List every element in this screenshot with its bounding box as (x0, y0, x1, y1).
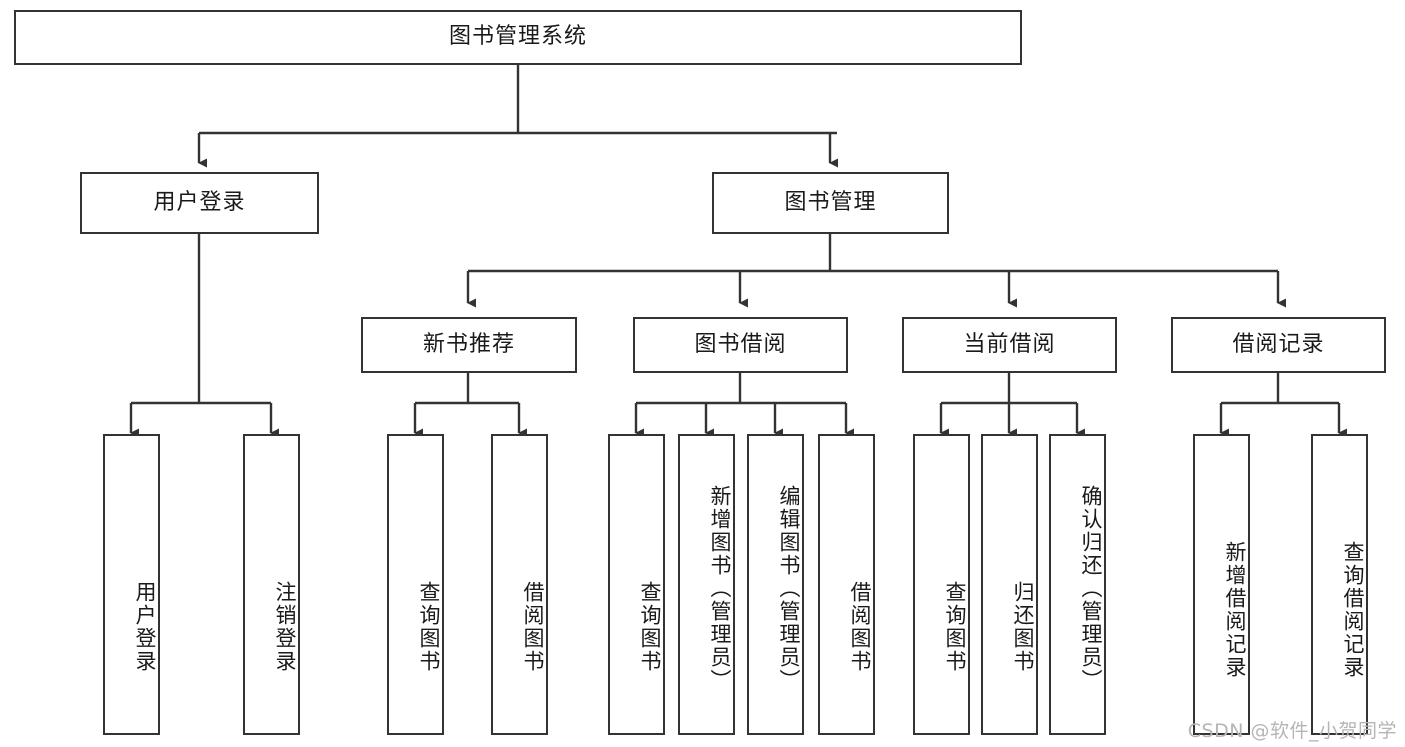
leaf-borrow-borrow-book[interactable]: 借阅图书 (818, 434, 875, 735)
leaf-label: 查询图书 (943, 581, 967, 673)
leaf-label: 借阅图书 (848, 581, 872, 673)
node-book-borrow[interactable]: 图书借阅 (633, 317, 848, 373)
node-label: 图书管理系统 (448, 24, 587, 50)
leaf-label: 用户登录 (133, 581, 157, 673)
node-current-borrow[interactable]: 当前借阅 (902, 317, 1117, 373)
leaf-label: 借阅图书 (521, 581, 545, 673)
leaf-current-query-book[interactable]: 查询图书 (913, 434, 970, 735)
leaf-record-query-borrow-record[interactable]: 查询借阅记录 (1311, 434, 1368, 735)
leaf-label: 注销登录 (273, 581, 297, 673)
leaf-borrow-add-book-admin[interactable]: 新增图书（管理员） (678, 434, 735, 735)
leaf-label: 查询借阅记录 (1341, 540, 1365, 679)
leaf-label: 查询图书 (417, 581, 441, 673)
node-root-system[interactable]: 图书管理系统 (14, 10, 1022, 65)
leaf-label: 归还图书 (1011, 581, 1035, 673)
leaf-label: 编辑图书（管理员） (777, 485, 801, 692)
node-label: 借阅记录 (1232, 331, 1325, 357)
leaf-new-book-borrow[interactable]: 借阅图书 (491, 434, 548, 735)
node-label: 当前借阅 (963, 331, 1056, 357)
csdn-watermark: CSDN @软件_小贺同学 (1187, 720, 1397, 742)
leaf-current-return-book[interactable]: 归还图书 (981, 434, 1038, 735)
leaf-label: 新增图书（管理员） (708, 485, 732, 692)
node-new-book-recommend[interactable]: 新书推荐 (361, 317, 577, 373)
leaf-user-login-signout[interactable]: 注销登录 (243, 434, 300, 735)
node-book-management[interactable]: 图书管理 (712, 172, 949, 234)
node-borrow-record[interactable]: 借阅记录 (1171, 317, 1386, 373)
node-label: 用户登录 (153, 189, 246, 215)
leaf-borrow-query-book[interactable]: 查询图书 (608, 434, 665, 735)
node-label: 图书借阅 (694, 331, 787, 357)
leaf-label: 查询图书 (638, 581, 662, 673)
node-label: 新书推荐 (422, 331, 515, 357)
leaf-label: 新增借阅记录 (1223, 540, 1247, 679)
leaf-current-confirm-return-admin[interactable]: 确认归还（管理员） (1049, 434, 1106, 735)
node-user-login[interactable]: 用户登录 (80, 172, 319, 234)
leaf-borrow-edit-book-admin[interactable]: 编辑图书（管理员） (747, 434, 804, 735)
leaf-record-add-borrow-record[interactable]: 新增借阅记录 (1193, 434, 1250, 735)
leaf-new-book-query[interactable]: 查询图书 (387, 434, 444, 735)
leaf-user-login-signin[interactable]: 用户登录 (103, 434, 160, 735)
leaf-label: 确认归还（管理员） (1079, 485, 1103, 692)
node-label: 图书管理 (784, 189, 877, 215)
